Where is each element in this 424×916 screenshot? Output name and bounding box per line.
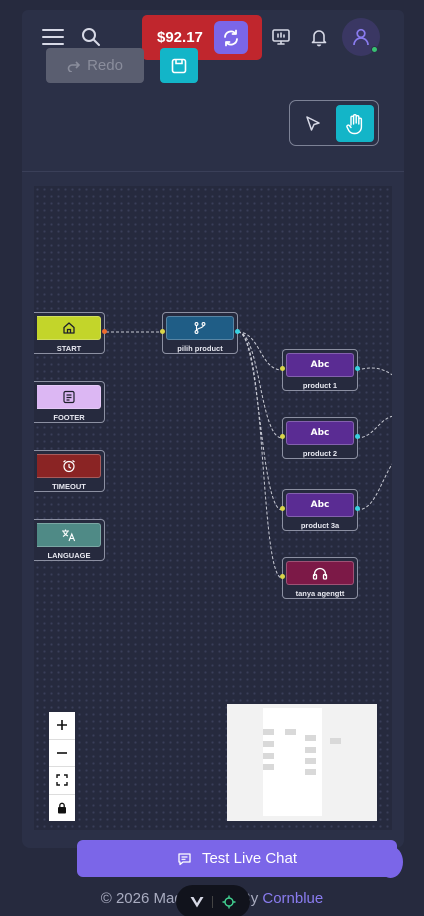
edge-pilih-to-product-3a	[237, 331, 283, 511]
bell-icon[interactable]	[306, 24, 332, 50]
save-icon	[170, 57, 188, 75]
footer-link[interactable]: Cornblue	[262, 890, 324, 907]
alarm-icon	[62, 459, 76, 473]
input-port[interactable]	[280, 506, 285, 511]
plus-icon	[56, 719, 68, 731]
node-tanya-agent[interactable]: tanya agengtt	[280, 557, 358, 599]
redo-label: Redo	[87, 57, 123, 74]
pointer-icon	[304, 115, 322, 133]
node-label: START	[56, 344, 82, 353]
input-port[interactable]	[280, 434, 285, 439]
translate-icon	[61, 528, 76, 542]
node-product-1[interactable]: Abc product 1	[280, 349, 360, 391]
document-icon	[62, 390, 76, 404]
avatar[interactable]	[342, 18, 380, 56]
minimap-node	[263, 764, 274, 770]
output-port[interactable]	[355, 434, 360, 439]
edge-pilih-to-product-1	[237, 331, 283, 371]
minimap-node	[263, 753, 274, 759]
wallet-amount: $92.17	[157, 29, 203, 46]
menu-icon[interactable]	[40, 24, 66, 50]
output-port[interactable]	[355, 506, 360, 511]
user-icon	[351, 27, 371, 47]
redo-icon	[67, 60, 81, 72]
text-node-icon: Abc	[310, 500, 330, 510]
node-start[interactable]: START	[34, 312, 107, 354]
minimap[interactable]	[227, 704, 377, 821]
node-pilih-product[interactable]: pilih product	[160, 312, 240, 354]
online-status-dot	[371, 46, 378, 53]
monitor-icon[interactable]	[268, 24, 294, 50]
flow-edges	[106, 331, 392, 579]
edge-pilih-to-tanya	[237, 331, 283, 579]
node-label: product 2	[302, 449, 338, 458]
text-node-icon: Abc	[310, 428, 330, 438]
edge-product-1-out	[356, 367, 392, 376]
node-label: product 1	[302, 381, 338, 390]
zoom-out-button[interactable]	[49, 740, 75, 767]
node-label: TIMEOUT	[52, 482, 86, 491]
input-port[interactable]	[160, 329, 165, 334]
fit-view-button[interactable]	[49, 767, 75, 795]
edge-product-2-out	[356, 416, 392, 439]
input-port[interactable]	[280, 366, 285, 371]
chat-icon	[177, 852, 192, 866]
search-icon[interactable]	[78, 24, 104, 50]
input-port[interactable]	[280, 574, 285, 579]
save-button[interactable]	[160, 48, 198, 83]
floating-toolbar	[176, 885, 250, 916]
vue-icon[interactable]	[190, 896, 204, 908]
minimap-node	[285, 729, 296, 735]
select-mode-button[interactable]	[294, 105, 332, 142]
redo-button[interactable]: Redo	[46, 48, 144, 83]
minimap-node	[305, 735, 316, 741]
lock-button[interactable]	[49, 795, 75, 822]
headset-icon	[312, 566, 328, 581]
node-label: product 3a	[300, 521, 340, 530]
branch-icon	[193, 321, 207, 335]
node-label: pilih product	[177, 344, 223, 353]
node-label: tanya agengtt	[295, 589, 345, 598]
edge-pilih-to-product-2	[237, 331, 283, 439]
minimap-node	[330, 738, 341, 744]
node-product-2[interactable]: Abc product 2	[280, 417, 360, 459]
minimap-node	[263, 741, 274, 747]
minus-icon	[56, 747, 68, 759]
minimap-node	[305, 758, 316, 764]
target-icon[interactable]	[222, 895, 236, 909]
hand-icon	[345, 113, 365, 135]
lock-icon	[57, 802, 67, 814]
pill-divider	[212, 895, 214, 908]
toolbar-divider	[22, 171, 404, 172]
node-label: LANGUAGE	[47, 551, 91, 560]
footer-copyright: © 2026 Mad	[100, 890, 183, 907]
node-language[interactable]: LANGUAGE	[34, 519, 105, 561]
node-product-3a[interactable]: Abc product 3a	[280, 489, 360, 531]
zoom-in-button[interactable]	[49, 712, 75, 740]
output-port[interactable]	[355, 366, 360, 371]
refresh-icon[interactable]	[214, 21, 248, 54]
canvas-mode-toggle	[289, 100, 379, 146]
edge-product-3a-out	[356, 463, 392, 511]
test-live-chat-label: Test Live Chat	[201, 850, 298, 867]
node-timeout[interactable]: TIMEOUT	[34, 450, 105, 492]
zoom-controls	[49, 712, 75, 821]
node-label: FOOTER	[53, 413, 85, 422]
home-icon	[62, 321, 76, 335]
fit-view-icon	[56, 774, 68, 786]
output-port[interactable]	[235, 329, 240, 334]
minimap-node	[305, 747, 316, 753]
output-port[interactable]	[102, 329, 107, 334]
test-live-chat-button[interactable]: Test Live Chat	[77, 840, 397, 877]
minimap-node	[305, 769, 316, 775]
text-node-icon: Abc	[310, 360, 330, 370]
pan-mode-button[interactable]	[336, 105, 374, 142]
node-footer[interactable]: FOOTER	[34, 381, 105, 423]
minimap-node	[263, 729, 274, 735]
